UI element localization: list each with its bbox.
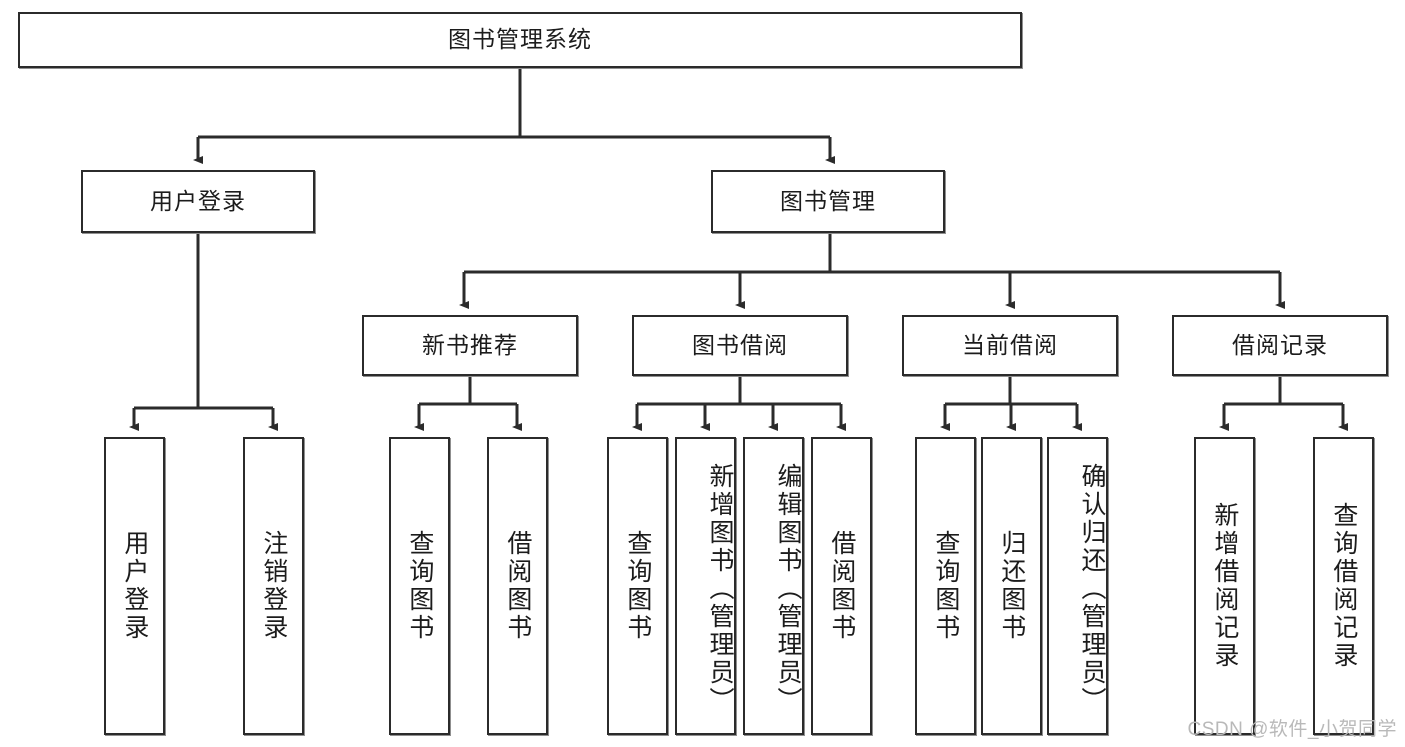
node-label: 借阅图书 xyxy=(827,530,856,642)
leaf-return-book[interactable]: 归还图书 xyxy=(981,437,1042,735)
node-root-book-management-system[interactable]: 图书管理系统 xyxy=(18,12,1022,68)
node-label: 查询图书 xyxy=(931,530,960,642)
leaf-logout[interactable]: 注销登录 xyxy=(243,437,304,735)
leaf-add-borrow-record[interactable]: 新增借阅记录 xyxy=(1194,437,1255,735)
leaf-query-book-current[interactable]: 查询图书 xyxy=(915,437,976,735)
node-label: 查询图书 xyxy=(623,530,652,642)
watermark: CSDN @软件_小贺同学 xyxy=(1187,719,1397,740)
node-book-borrow[interactable]: 图书借阅 xyxy=(632,315,848,376)
leaf-query-borrow-record[interactable]: 查询借阅记录 xyxy=(1313,437,1374,735)
leaf-user-login[interactable]: 用户登录 xyxy=(104,437,165,735)
node-book-management[interactable]: 图书管理 xyxy=(711,170,945,233)
node-label: 用户登录 xyxy=(150,187,246,214)
node-label: 当前借阅 xyxy=(962,331,1058,358)
node-label: 查询借阅记录 xyxy=(1329,502,1358,670)
node-current-borrow[interactable]: 当前借阅 xyxy=(902,315,1118,376)
node-label: 确认归还（管理员） xyxy=(1078,463,1106,715)
node-label: 查询图书 xyxy=(405,530,434,642)
leaf-borrow-book-recommend[interactable]: 借阅图书 xyxy=(487,437,548,735)
node-label: 用户登录 xyxy=(120,530,149,642)
node-label: 编辑图书（管理员） xyxy=(774,463,802,715)
node-label: 图书借阅 xyxy=(692,331,788,358)
node-label: 图书管理系统 xyxy=(448,26,592,53)
leaf-borrow-book[interactable]: 借阅图书 xyxy=(811,437,872,735)
leaf-edit-book-admin[interactable]: 编辑图书（管理员） xyxy=(743,437,804,735)
node-label: 归还图书 xyxy=(997,530,1026,642)
leaf-add-book-admin[interactable]: 新增图书（管理员） xyxy=(675,437,736,735)
node-label: 图书管理 xyxy=(780,187,876,214)
node-user-login[interactable]: 用户登录 xyxy=(81,170,315,233)
node-borrow-record[interactable]: 借阅记录 xyxy=(1172,315,1388,376)
node-label: 新增图书（管理员） xyxy=(706,463,734,715)
node-label: 新增借阅记录 xyxy=(1210,502,1239,670)
leaf-query-book-borrow[interactable]: 查询图书 xyxy=(607,437,668,735)
node-label: 借阅图书 xyxy=(503,530,532,642)
node-new-book-recommend[interactable]: 新书推荐 xyxy=(362,315,578,376)
leaf-confirm-return-admin[interactable]: 确认归还（管理员） xyxy=(1047,437,1108,735)
node-label: 借阅记录 xyxy=(1232,331,1328,358)
node-label: 注销登录 xyxy=(259,530,288,642)
node-label: 新书推荐 xyxy=(422,331,518,358)
leaf-query-book-recommend[interactable]: 查询图书 xyxy=(389,437,450,735)
